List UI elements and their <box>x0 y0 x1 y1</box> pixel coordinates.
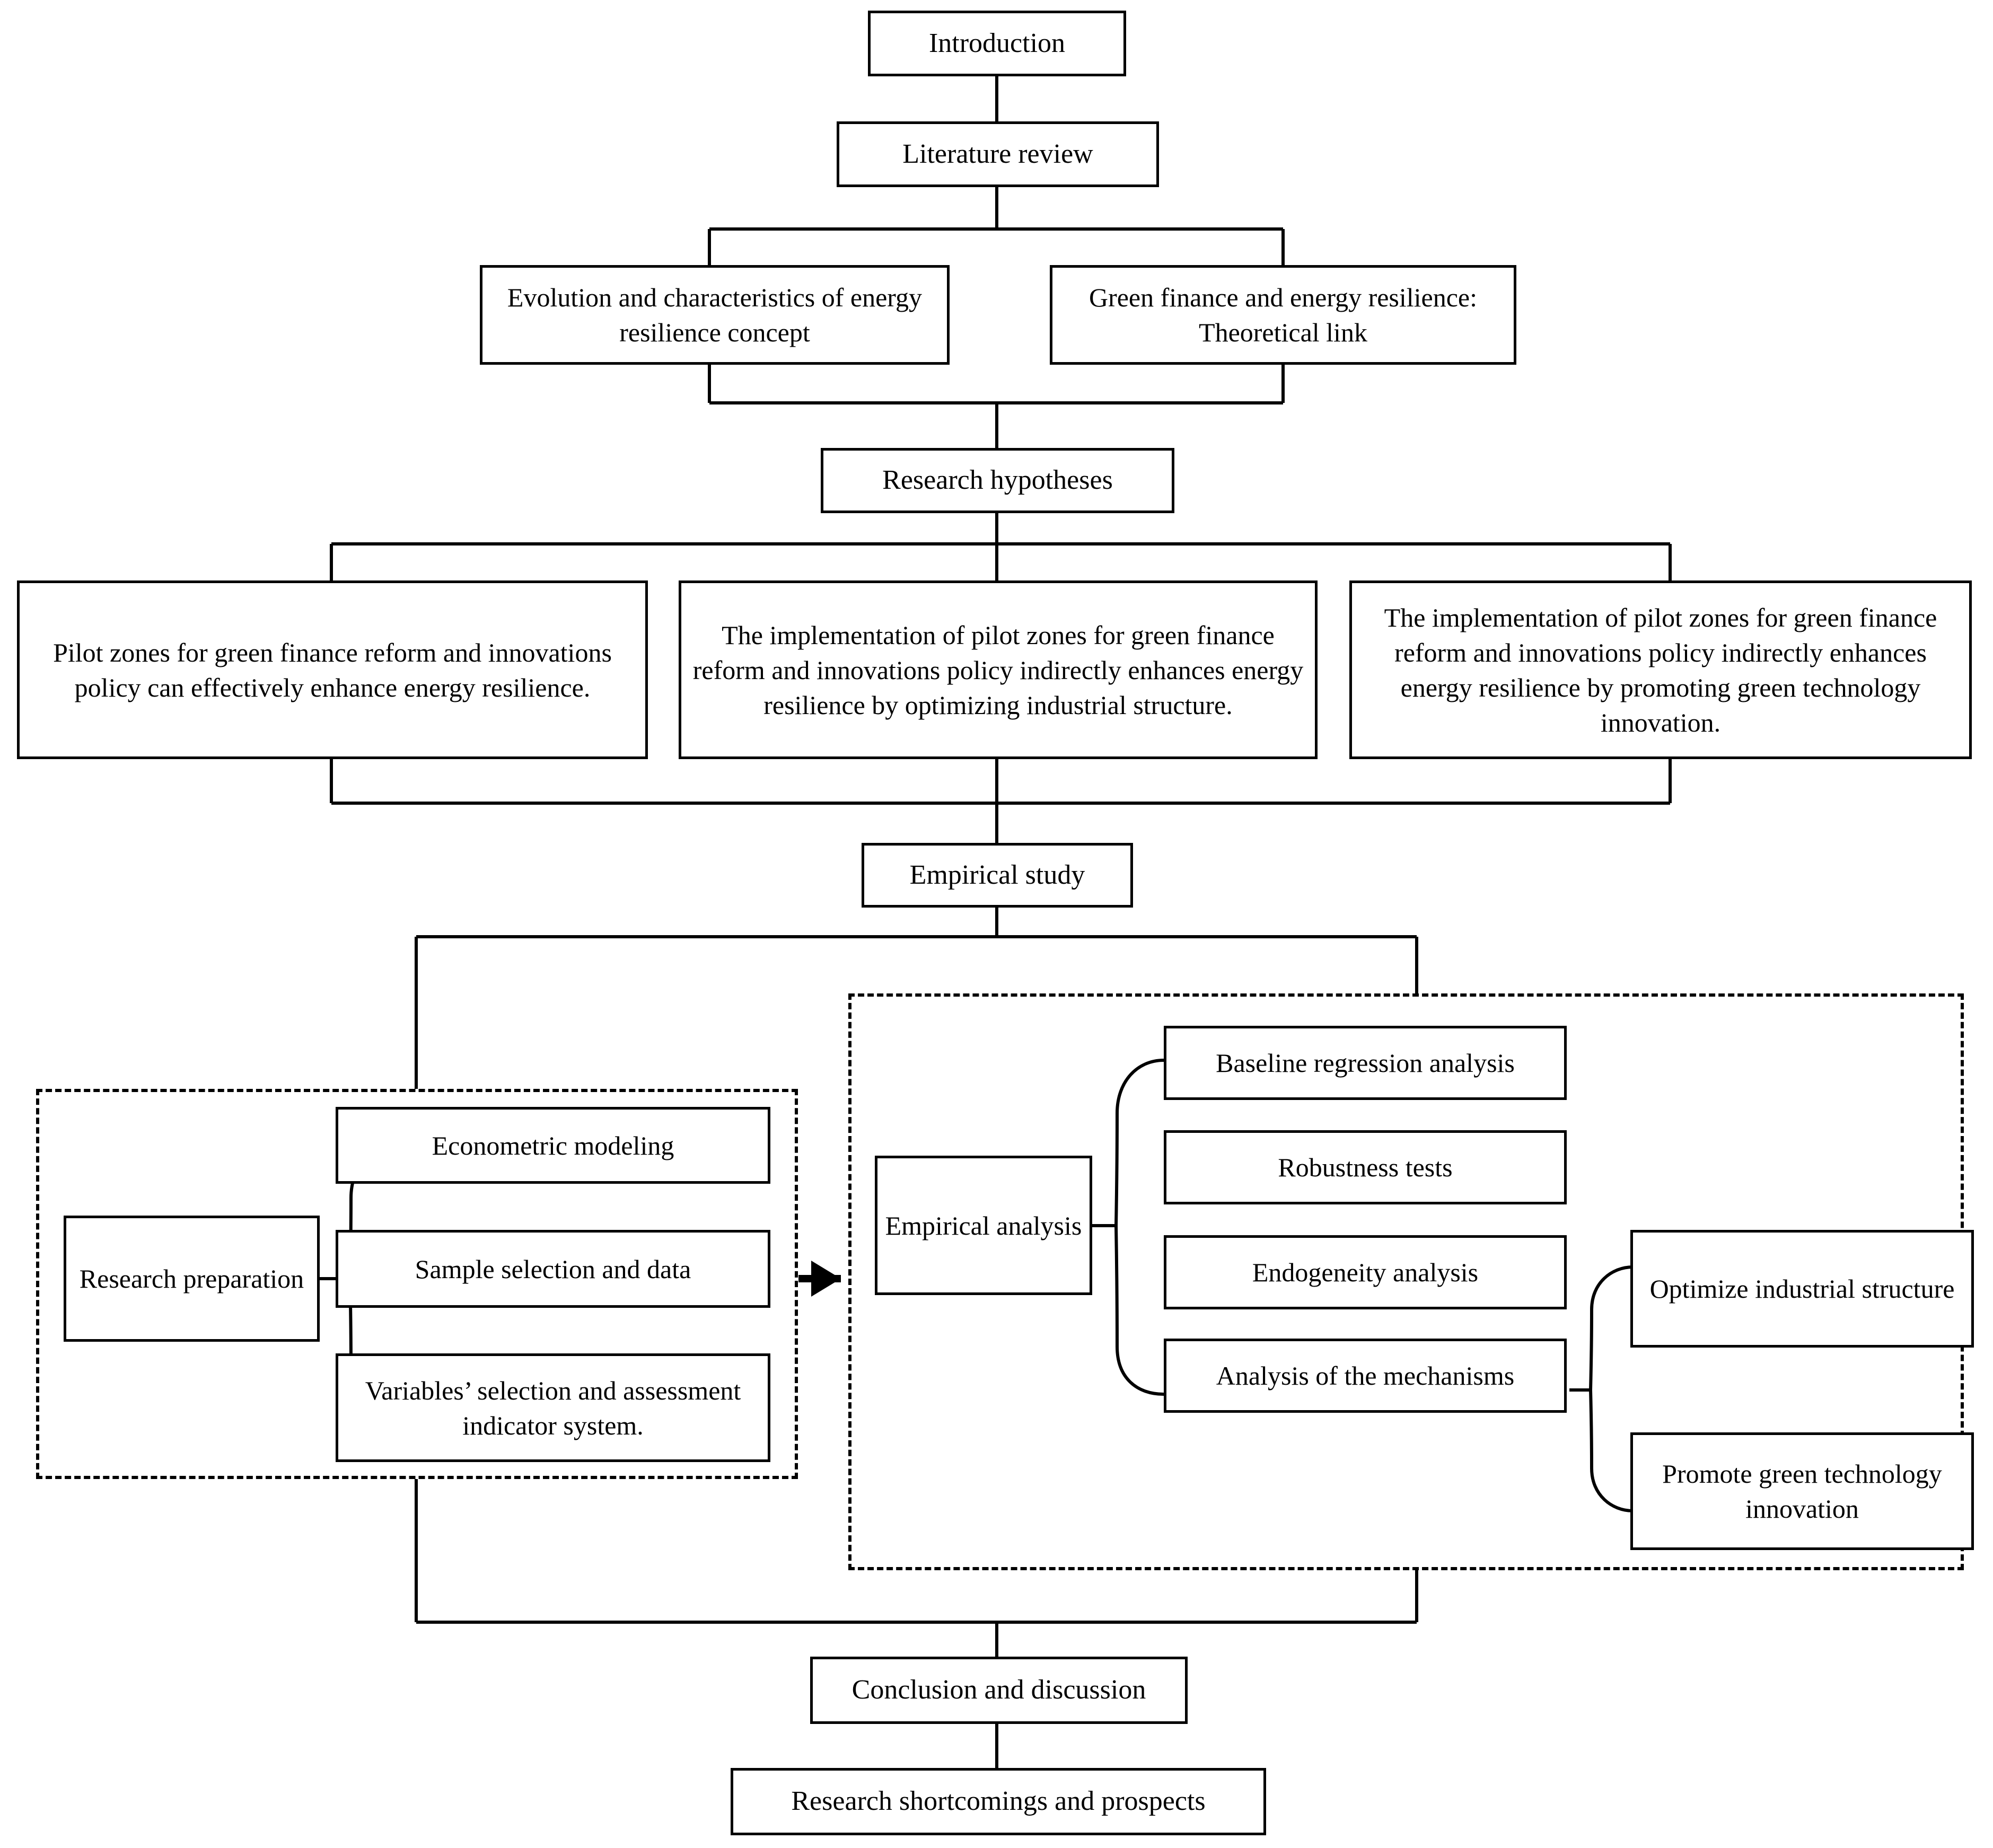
node-robustness-tests-label: Robustness tests <box>1278 1152 1453 1182</box>
node-variables-selection[interactable]: Variables’ selection and assessment indi… <box>336 1353 770 1462</box>
group-arrow-head <box>811 1261 841 1297</box>
node-variables-selection-label: Variables’ selection and assessment indi… <box>365 1375 741 1440</box>
node-promote-green-technology-label: Promote green technology innovation <box>1662 1459 1942 1524</box>
node-research-hypotheses-label: Research hypotheses <box>882 465 1113 496</box>
node-promote-green-technology[interactable]: Promote green technology innovation <box>1630 1432 1974 1550</box>
node-analysis-mechanisms[interactable]: Analysis of the mechanisms <box>1164 1339 1567 1413</box>
node-introduction-label: Introduction <box>928 28 1066 58</box>
node-empirical-analysis-label: Empirical analysis <box>885 1210 1082 1240</box>
node-endogeneity-analysis-label: Endogeneity analysis <box>1252 1257 1479 1287</box>
node-evolution-characteristics-label: Evolution and characteristics of energy … <box>507 283 923 347</box>
node-econometric-modeling-label: Econometric modeling <box>432 1130 674 1160</box>
node-optimize-industrial-structure-label: Optimize industrial structure <box>1649 1274 1955 1304</box>
node-empirical-study[interactable]: Empirical study <box>862 843 1133 908</box>
node-hypothesis-1-label: Pilot zones for green finance reform and… <box>53 637 612 702</box>
node-conclusion-discussion-label: Conclusion and discussion <box>851 1675 1146 1705</box>
node-literature-review[interactable]: Literature review <box>837 121 1159 187</box>
node-research-shortcomings[interactable]: Research shortcomings and prospects <box>731 1768 1266 1835</box>
node-optimize-industrial-structure[interactable]: Optimize industrial structure <box>1630 1230 1974 1348</box>
node-green-finance-link-label: Green finance and energy resilience: The… <box>1088 283 1478 347</box>
node-hypothesis-2[interactable]: The implementation of pilot zones for gr… <box>679 580 1318 759</box>
node-conclusion-discussion[interactable]: Conclusion and discussion <box>810 1657 1188 1724</box>
node-evolution-characteristics[interactable]: Evolution and characteristics of energy … <box>480 265 950 365</box>
node-green-finance-link[interactable]: Green finance and energy resilience: The… <box>1050 265 1516 365</box>
node-endogeneity-analysis[interactable]: Endogeneity analysis <box>1164 1235 1567 1309</box>
node-robustness-tests[interactable]: Robustness tests <box>1164 1130 1567 1204</box>
node-research-preparation[interactable]: Research preparation <box>64 1216 320 1342</box>
node-empirical-study-label: Empirical study <box>909 859 1085 890</box>
node-econometric-modeling[interactable]: Econometric modeling <box>336 1107 770 1184</box>
node-research-shortcomings-label: Research shortcomings and prospects <box>791 1786 1206 1817</box>
node-hypothesis-3[interactable]: The implementation of pilot zones for gr… <box>1349 580 1972 759</box>
node-research-hypotheses[interactable]: Research hypotheses <box>821 448 1174 513</box>
node-literature-review-label: Literature review <box>902 138 1093 169</box>
node-baseline-regression[interactable]: Baseline regression analysis <box>1164 1026 1567 1100</box>
node-hypothesis-2-label: The implementation of pilot zones for gr… <box>692 620 1304 720</box>
node-empirical-analysis[interactable]: Empirical analysis <box>875 1156 1092 1295</box>
node-hypothesis-1[interactable]: Pilot zones for green finance reform and… <box>17 580 648 759</box>
node-sample-selection-label: Sample selection and data <box>415 1254 691 1284</box>
node-introduction[interactable]: Introduction <box>868 11 1126 76</box>
node-sample-selection[interactable]: Sample selection and data <box>336 1230 770 1308</box>
node-research-preparation-label: Research preparation <box>79 1264 304 1293</box>
node-hypothesis-3-label: The implementation of pilot zones for gr… <box>1384 602 1937 737</box>
node-analysis-mechanisms-label: Analysis of the mechanisms <box>1216 1361 1515 1391</box>
node-baseline-regression-label: Baseline regression analysis <box>1216 1048 1515 1078</box>
research-preparation-group <box>36 1089 798 1479</box>
